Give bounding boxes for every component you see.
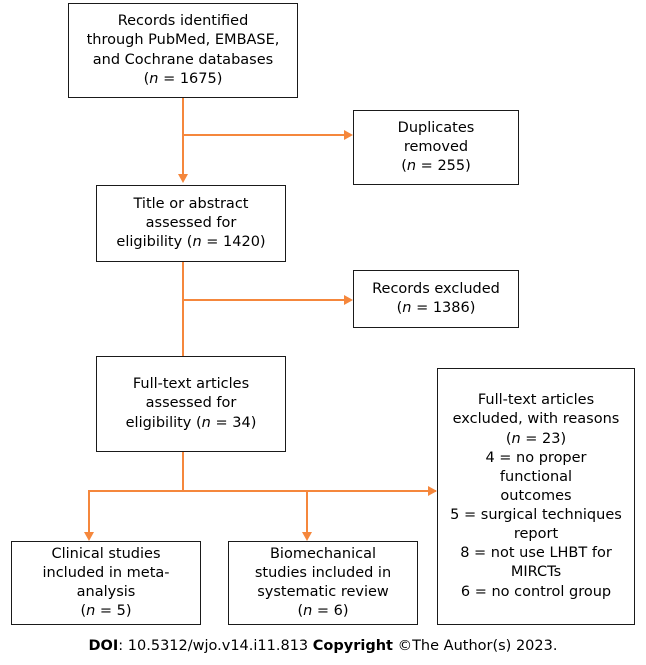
node-records-excluded-label: Records excluded(n = 1386) (372, 280, 500, 316)
arrowhead-clinical (84, 532, 94, 541)
connector-identified-to-screened (182, 98, 184, 176)
node-fulltext-excluded-reasons: 4 = no proper functional outcomes 5 = su… (450, 449, 622, 600)
connector-screened-to-records-excluded (182, 299, 347, 301)
copyright-label: Copyright (312, 638, 393, 654)
arrowhead-records-excluded (344, 295, 353, 305)
connector-bus-horizontal (88, 490, 436, 492)
arrowhead-biomechanical (302, 532, 312, 541)
doi-separator: : (118, 638, 128, 654)
connector-screened-to-fulltext (182, 262, 184, 360)
figure-footer: DOI: 10.5312/wjo.v14.i11.813 Copyright ©… (0, 638, 646, 654)
doi-label: DOI (88, 638, 119, 654)
arrowhead-duplicates (344, 130, 353, 140)
connector-bus-to-clinical (88, 490, 90, 536)
connector-bus-to-biomechanical (306, 490, 308, 536)
arrowhead-fulltext-excluded (428, 486, 437, 496)
connector-fulltext-to-bus (182, 452, 184, 491)
connector-identified-to-duplicates (182, 134, 347, 136)
doi-value: 10.5312/wjo.v14.i11.813 (127, 638, 309, 654)
copyright-value: ©The Author(s) 2023. (392, 638, 558, 654)
arrowhead-screened (178, 174, 188, 183)
node-records-excluded[interactable]: Records excluded(n = 1386) (353, 270, 519, 328)
